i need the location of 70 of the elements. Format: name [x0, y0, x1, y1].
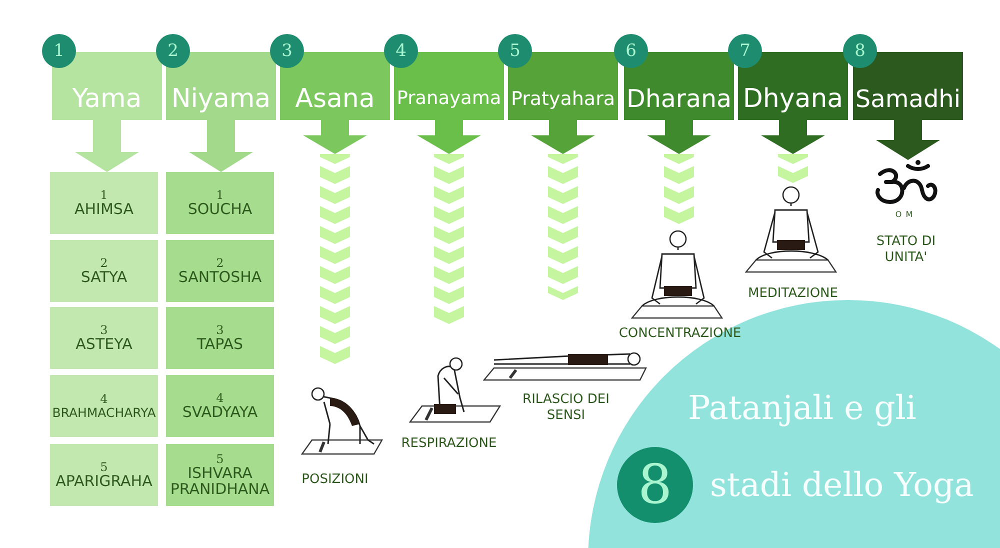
item-name: SOUCHA — [188, 202, 252, 218]
number-badge: 5 — [498, 34, 532, 68]
stage-title: Samadhi — [855, 84, 961, 114]
list-card — [50, 240, 158, 302]
stage-title: Dharana — [626, 84, 732, 114]
number-badge: 1 — [42, 34, 76, 68]
chevron-column — [664, 154, 694, 225]
list-card — [50, 375, 158, 437]
number-badge: 7 — [728, 34, 762, 68]
chevron-column — [778, 154, 808, 183]
pose-caption: MEDITAZIONE — [746, 286, 839, 302]
list-card — [166, 307, 274, 369]
arrow — [531, 120, 595, 154]
item-number: 1 — [216, 188, 224, 202]
number-circle: 8 — [617, 447, 693, 523]
item-number: 1 — [100, 188, 108, 202]
item-name: SATYA — [80, 270, 128, 286]
list-card — [50, 444, 158, 506]
item-number: 2 — [216, 256, 224, 270]
stage-title: Pranayama — [396, 87, 502, 111]
list-card — [166, 240, 274, 302]
arrow — [761, 120, 825, 154]
list-card — [166, 172, 274, 234]
chevron-column — [434, 154, 464, 325]
chevron-column — [548, 154, 578, 300]
arrow — [876, 120, 940, 160]
item-number: 4 — [216, 391, 224, 406]
item-number: 3 — [216, 323, 224, 338]
pose-caption: RILASCIO DEI SENSI — [522, 392, 610, 424]
arrow — [647, 120, 711, 154]
list-card — [50, 307, 158, 369]
item-number: 5 — [216, 452, 224, 466]
number-badge: 2 — [156, 34, 190, 68]
stage-title: Yama — [71, 84, 143, 114]
list-card — [166, 444, 274, 506]
item-name: AHIMSA — [74, 202, 134, 218]
stage-title: Dhyana — [742, 84, 844, 114]
arrow — [189, 120, 253, 172]
item-name: BRAHMACHARYA — [52, 406, 156, 420]
list-card — [166, 375, 274, 437]
stage-title: Pratyahara — [510, 87, 616, 112]
number-badge: 3 — [270, 34, 304, 68]
yoga-pose-drawing — [744, 184, 838, 274]
pose-caption: CONCENTRAZIONE — [618, 326, 742, 342]
item-name: ISHVARA PRANIDHANA — [169, 466, 271, 498]
item-number: 3 — [100, 323, 108, 338]
item-number: 2 — [100, 256, 108, 270]
stage-title: Asana — [294, 84, 376, 114]
pose-caption: POSIZIONI — [300, 472, 370, 488]
number-badge: 8 — [843, 34, 877, 68]
pose-caption: STATO DI UNITA' — [875, 234, 937, 266]
arrow — [417, 120, 481, 154]
item-name: SANTOSHA — [178, 270, 262, 286]
item-number: 4 — [100, 392, 108, 406]
title-text: Patanjali e gli — [688, 388, 916, 427]
item-name: TAPAS — [196, 337, 244, 353]
arrow — [303, 120, 367, 154]
arrow — [75, 120, 139, 172]
yoga-pose-drawing — [630, 228, 726, 320]
item-name: SVADYAYA — [182, 405, 258, 421]
number-badge: 4 — [384, 34, 418, 68]
item-name: APARIGRAHA — [56, 474, 152, 490]
item-name: ASTEYA — [76, 337, 132, 353]
pose-caption: RESPIRAZIONE — [400, 436, 498, 452]
title-text: stadi dello Yoga — [710, 465, 974, 504]
symbol-caption: OM — [894, 210, 918, 220]
list-card — [50, 172, 158, 234]
number-badge: 6 — [614, 34, 648, 68]
item-number: 5 — [100, 460, 108, 474]
stage-title: Niyama — [170, 84, 272, 114]
